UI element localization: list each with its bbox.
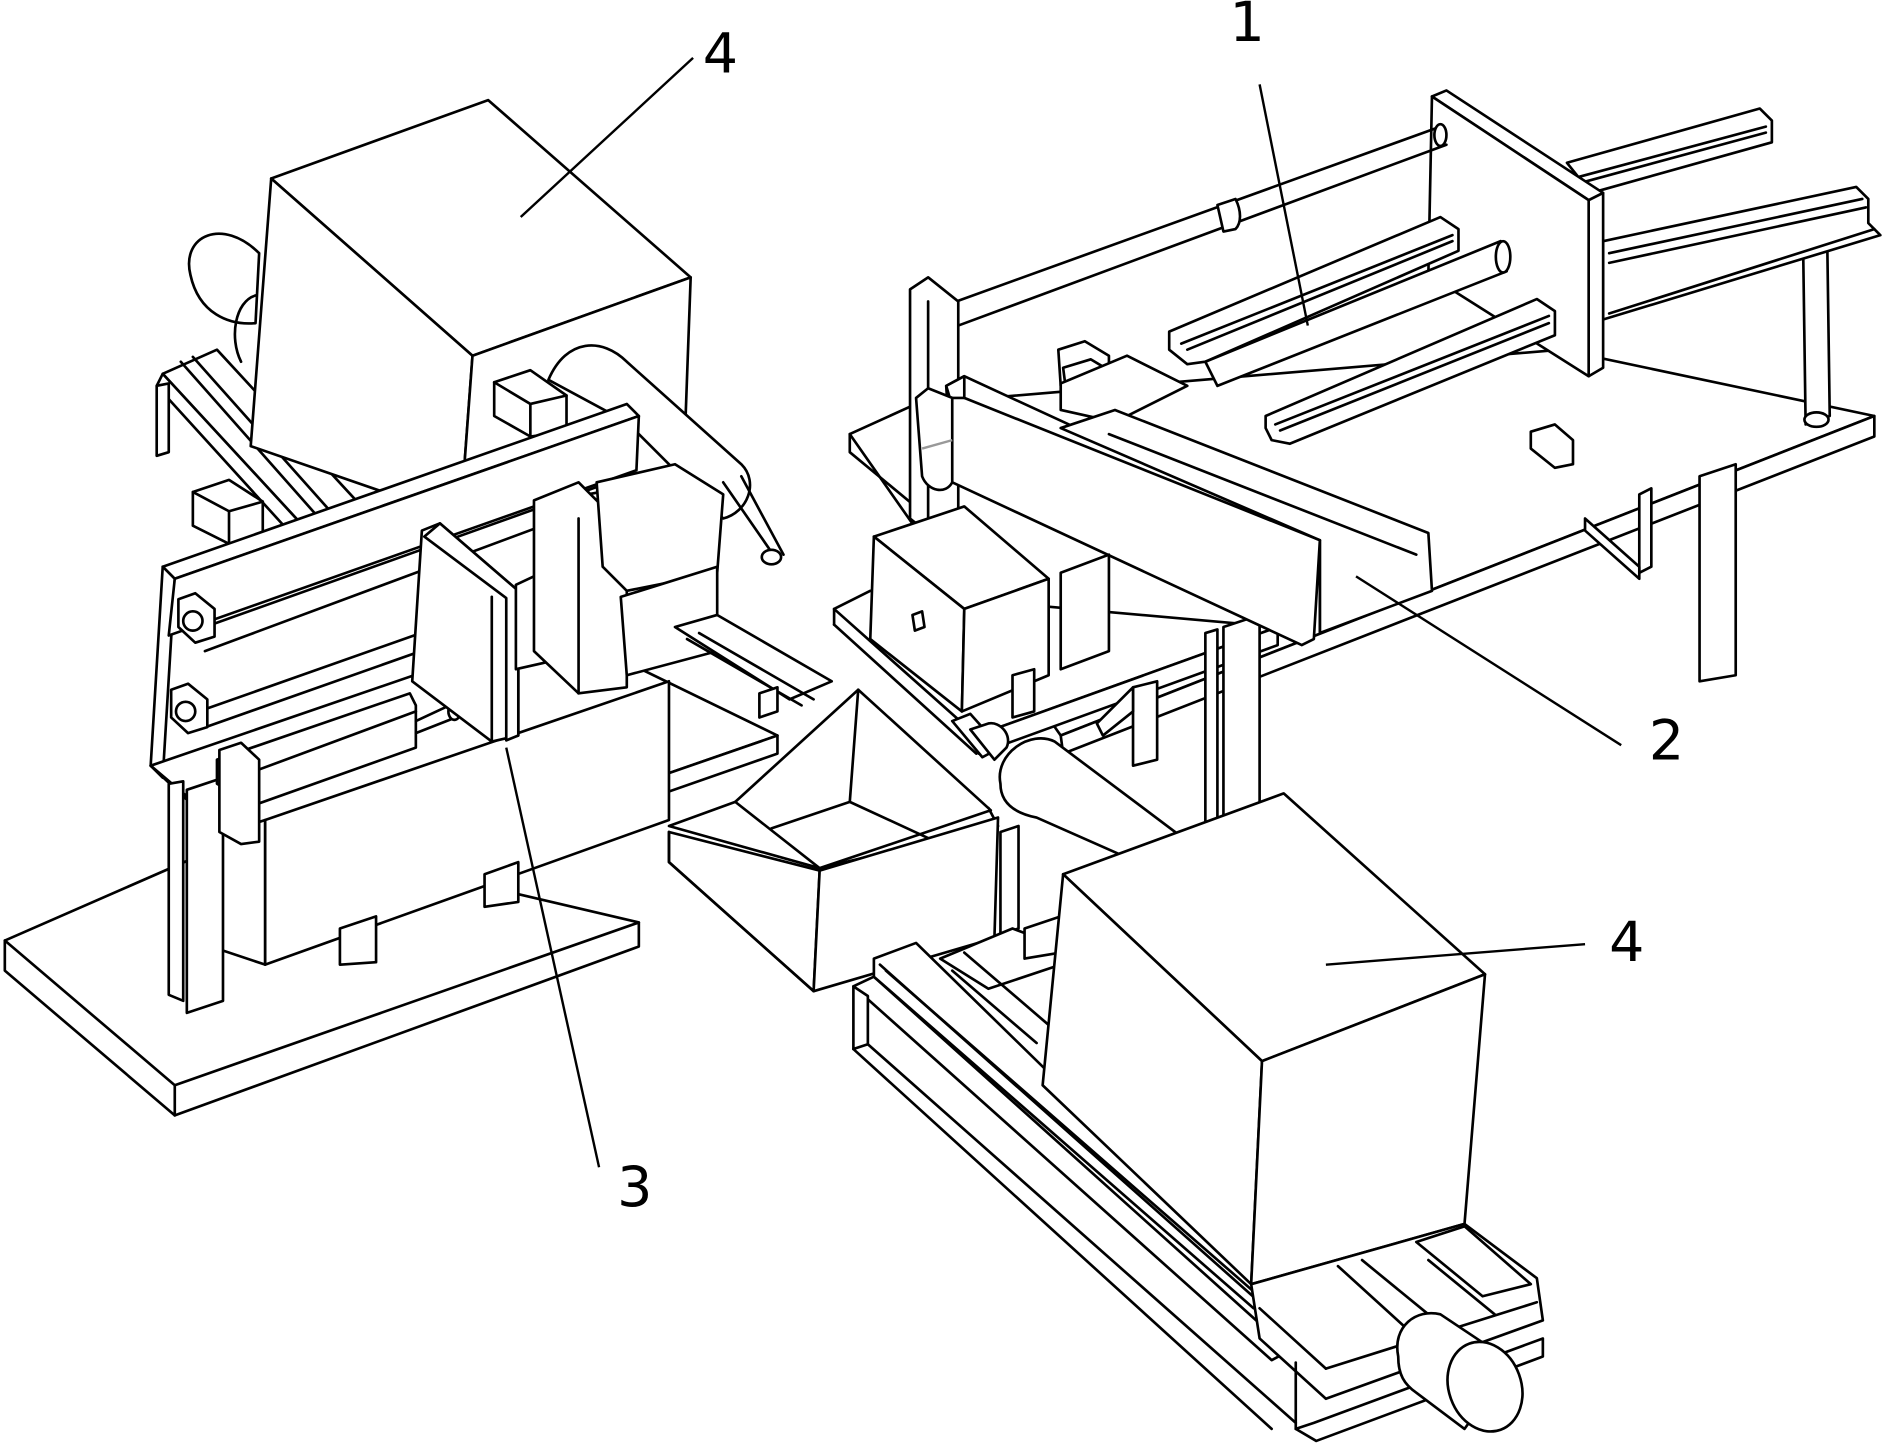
leader-3: [505, 747, 601, 1168]
profile-rail-rear: [1167, 215, 1460, 366]
left-front-rail: [673, 613, 834, 719]
feed-chute: [944, 374, 1434, 647]
callout-label-4-lower: 4: [1609, 911, 1644, 975]
lower-linear-rail: [852, 941, 1298, 1431]
clamp-plate: [410, 521, 520, 743]
right-lower-unit: [852, 792, 1545, 1443]
left-rear-motor-cylinder: [187, 232, 261, 364]
chute-side-wall: [914, 386, 954, 492]
callout-label-3: 3: [617, 1156, 652, 1220]
left-side-motor-cylinder: [547, 344, 785, 566]
leader-2: [1355, 575, 1622, 747]
callout-label-2: 2: [1649, 710, 1684, 774]
collection-bin: [667, 688, 1000, 993]
leader-lines: [505, 56, 1622, 1168]
tie-rod: [944, 122, 1448, 327]
frame-bolt-lower: [169, 682, 209, 735]
leader-4a: [519, 56, 694, 218]
profile-rail-front: [1264, 297, 1557, 446]
left-table-legs: [167, 776, 225, 1015]
frame-bolt-upper: [177, 591, 216, 645]
lower-rear-rails: [938, 915, 1063, 1045]
callout-label-4-upper: 4: [703, 22, 738, 86]
right-table-legs: [999, 462, 1738, 936]
callout-label-1: 1: [1229, 0, 1264, 55]
left-pneumatic-cylinder: [215, 692, 462, 846]
guide-rail-frame: [1565, 107, 1882, 321]
drive-shaft-cylinder: [950, 712, 1177, 870]
sensor-block: [1056, 339, 1189, 424]
leader-1: [1258, 84, 1309, 326]
leader-4b: [1325, 942, 1586, 966]
lower-end-motor: [1395, 1311, 1524, 1433]
spindle-barrel: [514, 462, 725, 695]
round-guide-bar: [1204, 239, 1512, 388]
callout-labels: 1 2 3 4 4: [617, 0, 1684, 1220]
lower-drive-box: [868, 505, 1111, 719]
right-upper-unit: [832, 89, 1882, 936]
left-unit: [3, 98, 834, 1117]
